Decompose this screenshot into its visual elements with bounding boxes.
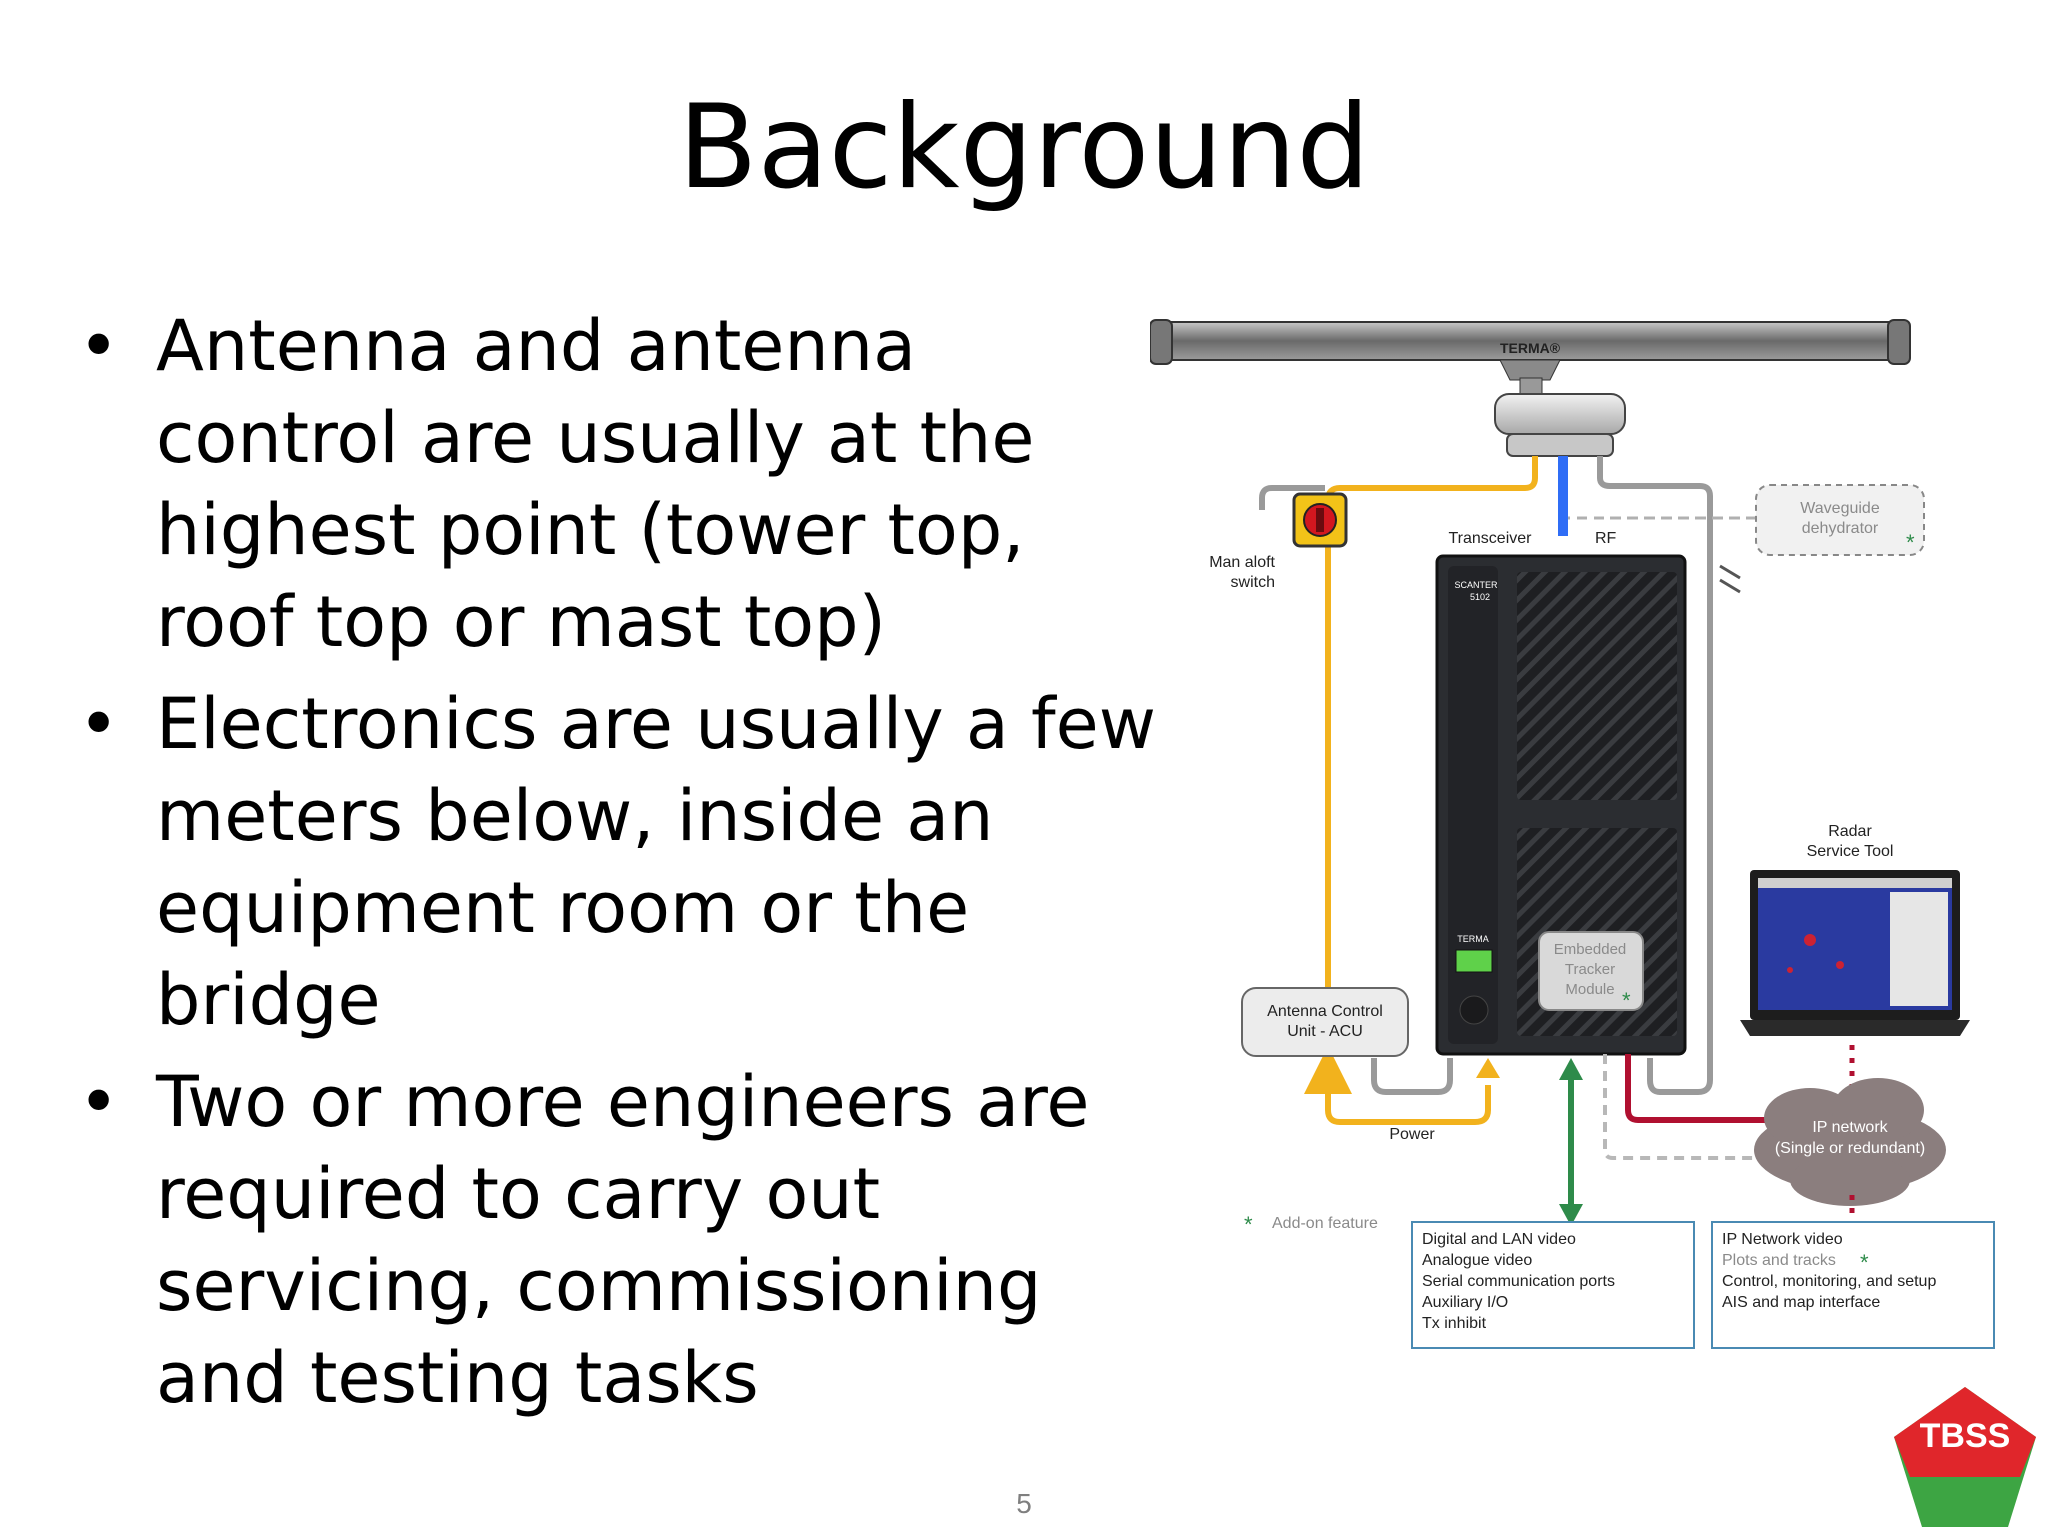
unit-brand-label: TERMA <box>1457 934 1489 944</box>
acu-label: Unit - ACU <box>1287 1023 1363 1040</box>
man-aloft-label: switch <box>1231 574 1275 591</box>
video-io-item: Serial communication ports <box>1422 1273 1615 1290</box>
bullet-item: • Electronics are usually a few meters be… <box>78 678 1158 1046</box>
bullet-text: Antenna and antenna control are usually … <box>156 305 1035 663</box>
break-mark-icon <box>1719 564 1741 594</box>
tracker-label: Embedded <box>1554 941 1627 958</box>
bullet-text: Electronics are usually a few meters bel… <box>156 683 1156 1041</box>
video-io-item: Auxiliary I/O <box>1422 1294 1508 1311</box>
bullet-item: • Two or more engineers are required to c… <box>78 1056 1158 1424</box>
bullet-item: • Antenna and antenna control are usually… <box>78 300 1158 668</box>
ip-network-cloud <box>1754 1078 1946 1206</box>
rst-label: Radar <box>1828 823 1872 840</box>
video-io-box <box>1411 1221 1695 1349</box>
addon-legend-label: Add-on feature <box>1272 1215 1378 1232</box>
video-io-item: Digital and LAN video <box>1422 1231 1576 1248</box>
transceiver-label: Transceiver <box>1449 530 1533 547</box>
video-io-item: Tx inhibit <box>1422 1315 1487 1332</box>
antenna-brand-label: TERMA® <box>1500 340 1561 356</box>
power-label: Power <box>1389 1126 1435 1143</box>
ip-network-item: AIS and map interface <box>1722 1294 1880 1311</box>
acu-label: Antenna Control <box>1267 1003 1383 1020</box>
ip-network-item: Plots and tracks <box>1722 1252 1836 1269</box>
bullet-text: Two or more engineers are required to ca… <box>156 1061 1090 1419</box>
addon-star-icon: * <box>1860 1250 1869 1275</box>
ip-network-box <box>1711 1221 1995 1349</box>
page-number: 5 <box>1016 1488 1032 1519</box>
waveguide-label: dehydrator <box>1802 520 1879 537</box>
waveguide-dehydrator-box <box>1755 484 1925 556</box>
io-link-line <box>1559 1058 1583 1226</box>
antenna: TERMA® <box>1150 319 1911 395</box>
rf-line <box>1558 456 1568 536</box>
addon-star-icon: * <box>1906 530 1915 555</box>
waveguide-label: Waveguide <box>1800 500 1880 517</box>
rf-label: RF <box>1595 530 1617 547</box>
bullet-dot-icon: • <box>78 1061 120 1143</box>
unit-model-label: SCANTER <box>1454 580 1498 590</box>
rst-label: Service Tool <box>1807 843 1894 860</box>
ip-network-label: IP network <box>1812 1119 1888 1136</box>
power-arrow-left-icon <box>1316 1058 1340 1078</box>
grey-cables <box>1259 456 1713 1095</box>
antenna-pedestal <box>1494 393 1626 457</box>
unit-model-label: 5102 <box>1470 592 1490 602</box>
ip-redundant-dashed-line <box>1603 1054 1780 1160</box>
video-io-item: Analogue video <box>1422 1252 1532 1269</box>
bullet-dot-icon: • <box>78 305 120 387</box>
logo-text: TBSS <box>1920 1417 2011 1455</box>
tracker-label: Module <box>1565 981 1614 998</box>
tracker-label: Tracker <box>1565 961 1615 978</box>
slide-title: Background <box>677 80 1371 215</box>
tbss-logo: TBSS <box>1894 1387 2036 1527</box>
bullet-list: • Antenna and antenna control are usually… <box>78 300 1158 1434</box>
ip-network-item: Control, monitoring, and setup <box>1722 1273 1936 1290</box>
radar-system-diagram: TERMA® Man aloft switch Transceiver RF W… <box>1150 319 1995 1349</box>
radar-service-tool-laptop-icon <box>1740 870 1970 1036</box>
addon-star-icon: * <box>1622 988 1631 1013</box>
ip-network-item: IP Network video <box>1722 1231 1843 1248</box>
tracker-module-box <box>1538 931 1644 1011</box>
ip-network-label: (Single or redundant) <box>1775 1140 1925 1157</box>
power-arrow-right-icon <box>1476 1058 1500 1078</box>
acu-box <box>1241 987 1409 1057</box>
man-aloft-switch <box>1292 492 1348 548</box>
man-aloft-label: Man aloft <box>1209 554 1275 571</box>
bullet-dot-icon: • <box>78 683 120 765</box>
ip-link-line <box>1625 1054 1770 1123</box>
addon-star-icon: * <box>1244 1212 1253 1237</box>
